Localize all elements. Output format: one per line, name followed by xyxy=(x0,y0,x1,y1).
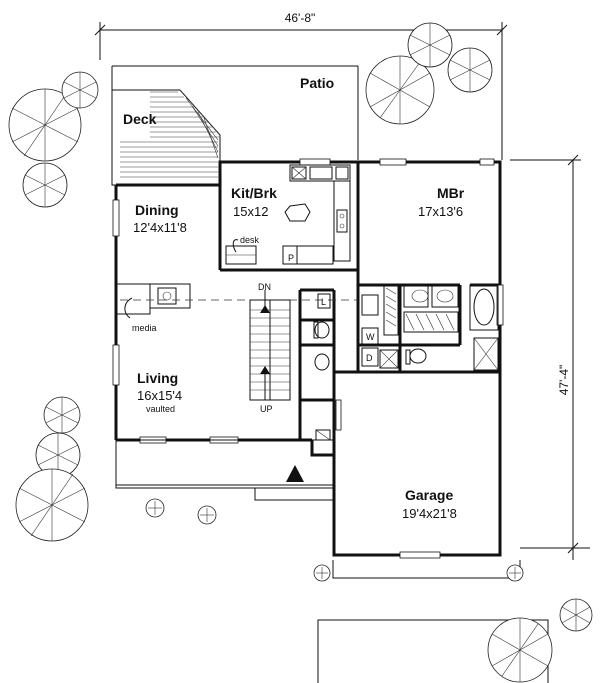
tree xyxy=(559,598,593,632)
desk-label: desk xyxy=(240,235,260,245)
media-arrow xyxy=(124,297,133,319)
tree xyxy=(487,617,553,683)
living-note: vaulted xyxy=(146,404,175,414)
patio-label: Patio xyxy=(300,75,334,91)
desk-arrow xyxy=(232,239,239,253)
master-bedroom-label: MBr xyxy=(437,185,465,201)
tree xyxy=(313,564,331,582)
stair-up-label: UP xyxy=(260,404,273,414)
deck-label: Deck xyxy=(123,111,157,127)
dining-label: Dining xyxy=(135,202,179,218)
living-label: Living xyxy=(137,370,178,386)
front-porch xyxy=(115,439,336,501)
media-label: media xyxy=(132,323,157,333)
dryer-label: D xyxy=(366,353,373,363)
fireplace xyxy=(115,283,191,315)
dining-size: 12'4x11'8 xyxy=(133,220,187,235)
depth-label: 47'-4" xyxy=(557,365,571,396)
master-bedroom-size: 17x13'6 xyxy=(418,204,463,219)
width-label: 46'-8" xyxy=(285,11,316,25)
landscape-trees xyxy=(8,22,593,683)
garage-label: Garage xyxy=(405,487,453,503)
washer-label: W xyxy=(366,332,375,342)
tree xyxy=(145,498,165,518)
tree xyxy=(365,55,435,125)
pantry-label: P xyxy=(288,253,294,263)
laundry-label: L xyxy=(321,297,326,307)
tree xyxy=(43,396,81,434)
stair-down-label: DN xyxy=(258,282,271,292)
stairs xyxy=(249,290,291,401)
kitchen-fixtures xyxy=(225,164,351,265)
tree xyxy=(15,468,89,542)
tree xyxy=(61,71,99,109)
kitchen-size: 15x12 xyxy=(233,204,268,219)
deck xyxy=(111,89,221,186)
tree xyxy=(506,564,524,582)
tree xyxy=(197,505,217,525)
depth-dimension xyxy=(510,154,590,560)
tree xyxy=(22,162,68,208)
bath-laundry-fixtures xyxy=(313,284,499,441)
tree xyxy=(447,47,493,93)
living-size: 16x15'4 xyxy=(137,388,182,403)
tree xyxy=(8,88,82,162)
garage-size: 19'4x21'8 xyxy=(402,506,457,521)
tree xyxy=(407,22,453,68)
kitchen-label: Kit/Brk xyxy=(231,185,277,201)
